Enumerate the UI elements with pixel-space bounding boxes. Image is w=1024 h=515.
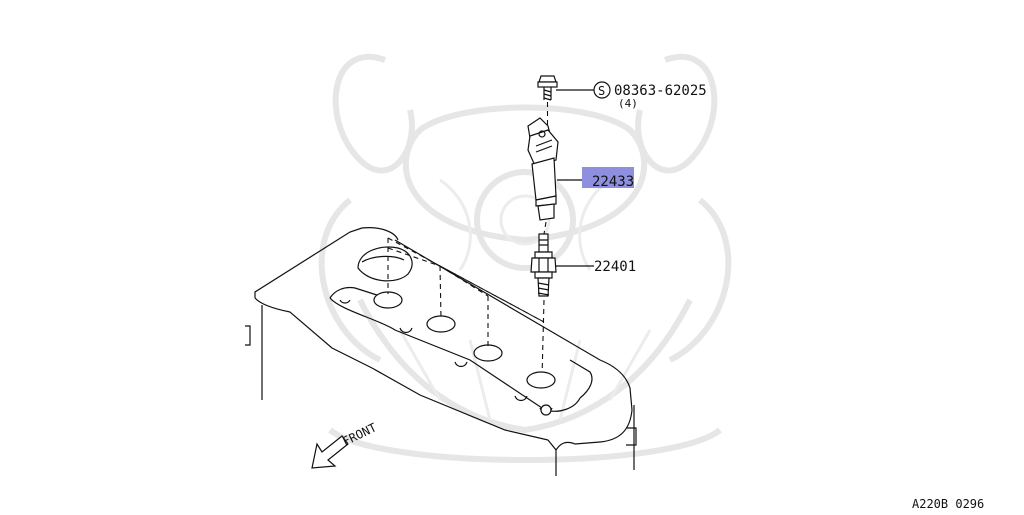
bolt-symbol: S: [598, 84, 605, 98]
ignition-coil-drawing[interactable]: [527, 117, 559, 221]
bolt-drawing[interactable]: [537, 75, 558, 101]
bolt-quantity: (4): [618, 97, 638, 110]
symbol-circle: [593, 81, 611, 99]
cylinder-head-cover: [245, 227, 637, 476]
diagram-code: A220B 0296: [912, 497, 984, 511]
spark-plug-drawing[interactable]: [530, 233, 557, 297]
plug-center-line: [541, 299, 545, 379]
plug-part-number[interactable]: 22401: [594, 259, 636, 275]
coil-center-line: [543, 221, 547, 235]
coil-highlight: [582, 167, 634, 188]
front-arrow-icon: [311, 435, 349, 469]
bolt-part-number[interactable]: 08363-62025: [614, 83, 707, 99]
installation-guide-lines: [387, 237, 545, 347]
coil-part-number[interactable]: 22433: [592, 174, 634, 190]
watermark-emblem: [318, 54, 732, 463]
